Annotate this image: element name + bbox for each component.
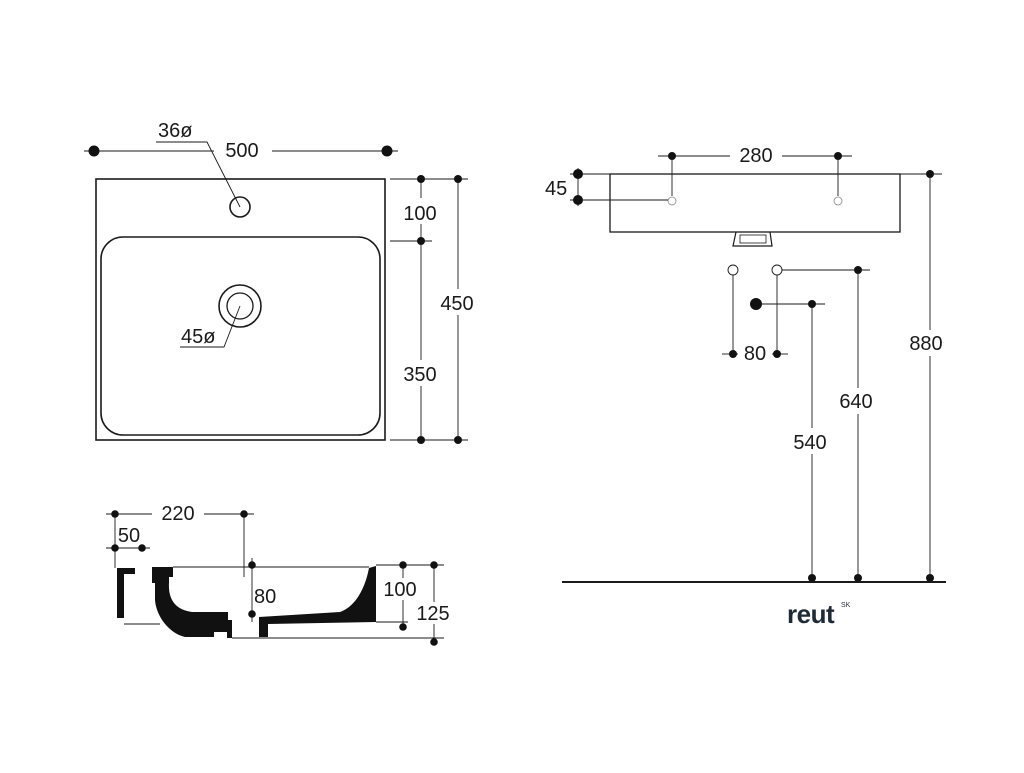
bowl-height-point-bottom <box>399 623 407 631</box>
drain-leader <box>180 305 241 348</box>
brand-logo-mark: SK <box>841 602 851 609</box>
basin-height-point-top <box>926 170 934 178</box>
tap-hole-leader <box>156 141 241 208</box>
rim-depth-label: 100 <box>403 203 436 225</box>
rim-height-point-bottom <box>573 195 583 205</box>
drain-outlet <box>732 231 773 247</box>
width-dim-point-left <box>88 145 100 157</box>
section-right-wall <box>259 566 376 637</box>
supply-pipe-right <box>771 264 783 276</box>
pipe-spacing-point-right <box>773 350 781 358</box>
section-view: 220 50 80 100 125 <box>106 503 455 646</box>
drain-label: 45ø <box>181 326 215 348</box>
supply-height-label: 640 <box>839 391 872 413</box>
drain-height-point-bottom <box>248 610 256 618</box>
tap-hole-right <box>833 196 843 206</box>
basin-front-outline <box>609 173 901 233</box>
rim-dim-point-bottom <box>417 436 425 444</box>
rim-dim-point-top <box>417 175 425 183</box>
rim-height-label: 45 <box>545 178 567 200</box>
waste-height-point-bottom <box>808 574 816 582</box>
depth-dim-point-bottom <box>454 436 462 444</box>
total-height-label: 125 <box>416 603 449 625</box>
wall-width-label: 50 <box>118 525 140 547</box>
bowl-height-point-top <box>399 561 407 569</box>
tap-spacing-label: 280 <box>739 145 772 167</box>
installation-view: 280 45 80 <box>545 145 952 583</box>
drain-outer <box>218 284 262 328</box>
pipe-spacing-point-left <box>729 350 737 358</box>
tap-hole-label: 36ø <box>158 120 192 142</box>
width-dim-point-right <box>381 145 393 157</box>
tap-hole-left <box>667 196 677 206</box>
drain-height-label: 80 <box>254 586 276 608</box>
drain-height-point-top <box>248 561 256 569</box>
bowl-depth-label: 350 <box>403 364 436 386</box>
waste-height-point-top <box>808 300 816 308</box>
wall-width-point-left <box>111 544 119 552</box>
depth-label: 450 <box>440 293 473 315</box>
tap-hole <box>229 196 251 218</box>
section-left-wall <box>117 568 135 618</box>
bowl-height-label: 100 <box>383 579 416 601</box>
waste-height-label: 540 <box>793 432 826 454</box>
depth-dim-point-top <box>454 175 462 183</box>
waste-pipe <box>750 298 762 310</box>
rim-height-point-top <box>573 169 583 179</box>
brand-logo: reut SK <box>787 599 851 629</box>
basin-outline <box>95 178 386 441</box>
inner-width-label: 220 <box>161 503 194 525</box>
total-height-point-bottom <box>430 638 438 646</box>
width-dim-label: 500 <box>225 140 258 162</box>
supply-pipe-left <box>727 264 739 276</box>
bowl-outline <box>100 236 381 436</box>
drain-inner <box>226 292 254 320</box>
top-view: 500 36ø 45ø 100 350 450 <box>84 120 480 444</box>
basin-height-point-bottom <box>926 574 934 582</box>
rim-dim-point-mid <box>417 237 425 245</box>
drain-outlet-inner <box>739 234 767 244</box>
supply-height-point-bottom <box>854 574 862 582</box>
wall-width-point-right <box>138 544 146 552</box>
brand-logo-text: reut <box>787 599 835 629</box>
total-height-point-top <box>430 561 438 569</box>
supply-height-point-top <box>854 266 862 274</box>
pipe-spacing-label: 80 <box>744 343 766 365</box>
basin-height-label: 880 <box>909 333 942 355</box>
section-bowl-wall <box>152 567 232 638</box>
